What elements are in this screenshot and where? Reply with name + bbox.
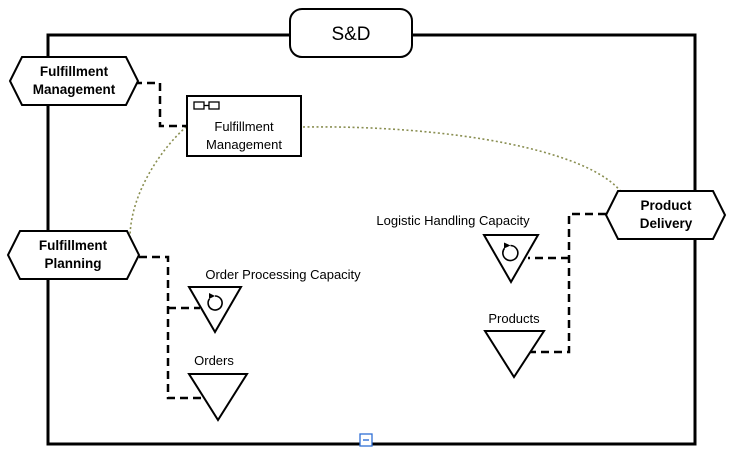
triangle-shape [482, 234, 540, 285]
component-label-line2: Management [206, 137, 282, 152]
dotted-link-component-to-delivery [302, 126, 623, 194]
store-label: Logistic Handling Capacity [376, 213, 530, 228]
external-node-fulfillment-planning[interactable]: Fulfillment Planning [6, 230, 141, 280]
hexagon-shape [6, 230, 141, 280]
node-label-line1: Product [640, 198, 692, 213]
hexagon-shape [8, 56, 140, 106]
connector-delivery-to-products [526, 212, 606, 354]
node-label-line2: Planning [45, 256, 102, 271]
store-label: Products [488, 311, 540, 326]
external-node-fulfillment-management[interactable]: Fulfillment Management [8, 56, 140, 106]
boundary-title-box[interactable] [289, 8, 413, 58]
triangle-shape [187, 373, 249, 422]
component-fulfillment-management[interactable]: Fulfillment Management [186, 95, 302, 157]
node-label-line1: Fulfillment [40, 64, 109, 79]
external-node-product-delivery[interactable]: Product Delivery [604, 190, 727, 240]
circular-arrow-icon [502, 242, 519, 262]
node-label-line2: Delivery [640, 216, 693, 231]
circular-arrow-icon [207, 293, 223, 311]
store-label: Order Processing Capacity [205, 267, 361, 282]
store-logistic-handling-capacity[interactable]: Logistic Handling Capacity [376, 213, 540, 285]
hexagon-shape [604, 190, 727, 240]
connector-management-to-component [134, 81, 188, 128]
store-orders[interactable]: Orders [187, 353, 249, 422]
store-products[interactable]: Products [483, 311, 546, 379]
connector-planning-to-orders [139, 255, 205, 400]
sd-boundary: S&D [46, 8, 697, 446]
component-label-line1: Fulfillment [214, 119, 274, 134]
boundary-frame [46, 33, 697, 446]
component-icon [193, 101, 220, 110]
store-label: Orders [194, 353, 234, 368]
collapse-toggle-button[interactable] [359, 433, 373, 447]
triangle-shape [483, 330, 546, 379]
boundary-title: S&D [331, 24, 370, 45]
store-order-processing-capacity[interactable]: Order Processing Capacity [187, 267, 361, 334]
dotted-link-planning-to-component [129, 126, 187, 239]
node-label-line2: Management [33, 82, 116, 97]
node-label-line1: Fulfillment [39, 238, 108, 253]
